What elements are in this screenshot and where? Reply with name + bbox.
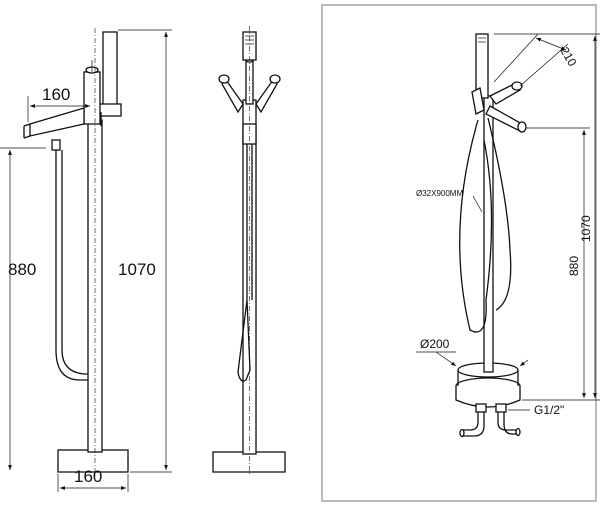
iso-dim-connection: G1/2" bbox=[534, 403, 564, 417]
iso-dim-hose: Ø32X900MM bbox=[416, 189, 463, 198]
iso-pipe-left bbox=[462, 404, 479, 431]
side-dim-total-height: 1070 bbox=[118, 260, 156, 279]
side-shower-clip bbox=[98, 103, 122, 117]
iso-view: 210 Ø32X900MM 880 1070 Ø200 G1/2" bbox=[321, 4, 600, 502]
side-mixer-body bbox=[83, 71, 101, 125]
iso-frame bbox=[321, 4, 597, 502]
iso-pipe-right bbox=[497, 404, 518, 431]
iso-hose bbox=[459, 119, 493, 333]
side-dim-handle-width: 160 bbox=[42, 85, 70, 104]
side-dim-spout-height: 880 bbox=[8, 260, 36, 279]
side-view: 160 880 1070 160 bbox=[0, 28, 172, 492]
front-view bbox=[212, 26, 286, 476]
iso-dim-spout-height: 880 bbox=[567, 256, 581, 276]
iso-dim-base-diameter: Ø200 bbox=[420, 337, 450, 351]
side-shower-bar bbox=[102, 31, 118, 113]
front-base bbox=[212, 451, 286, 473]
iso-spout bbox=[485, 105, 523, 131]
iso-dim-total-height: 1070 bbox=[579, 215, 593, 242]
front-hose bbox=[237, 144, 251, 382]
side-hose bbox=[55, 150, 88, 381]
iso-handle bbox=[489, 83, 522, 105]
side-dim-base-width: 160 bbox=[74, 467, 102, 486]
front-handle-right bbox=[255, 78, 278, 114]
iso-base bbox=[455, 386, 521, 408]
front-handle-left bbox=[221, 78, 244, 114]
side-spout bbox=[29, 107, 85, 137]
